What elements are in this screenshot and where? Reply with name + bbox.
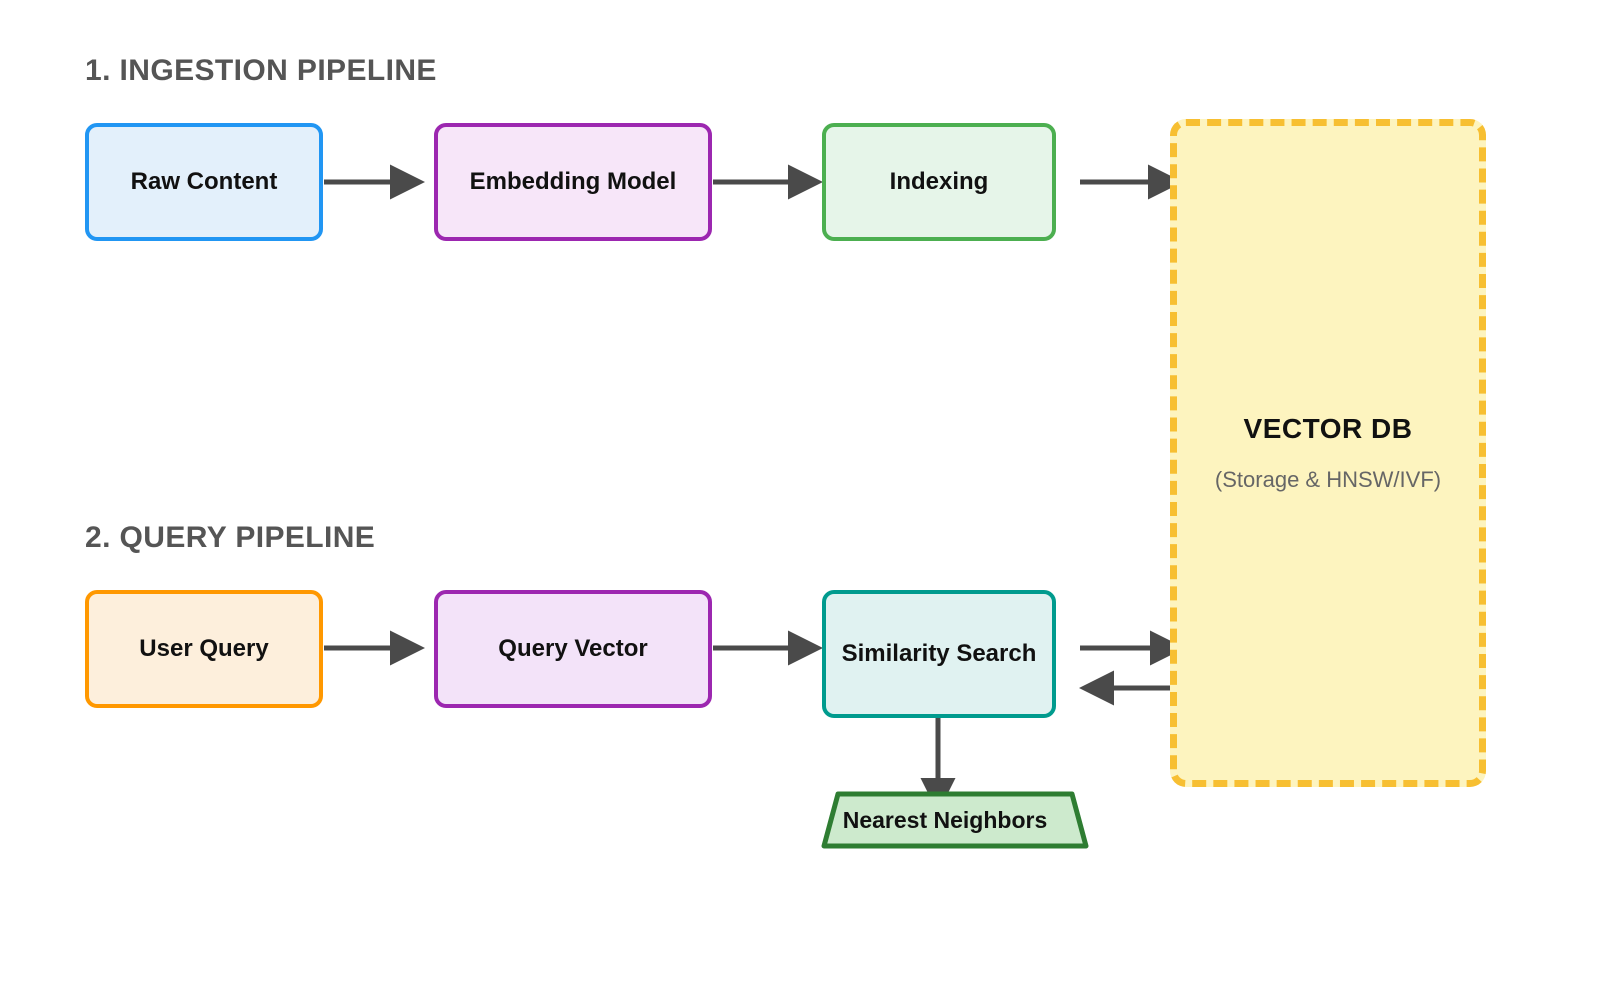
vector-db-subtitle: (Storage & HNSW/IVF) xyxy=(1214,467,1442,492)
vector-db-container[interactable]: VECTOR DB (Storage & HNSW/IVF) xyxy=(1170,119,1486,787)
node-raw-content[interactable]: Raw Content xyxy=(85,123,323,241)
node-indexing[interactable]: Indexing xyxy=(822,123,1056,241)
section-title-query: 2. QUERY PIPELINE xyxy=(85,521,376,554)
node-embedding-model-label: Embedding Model xyxy=(469,168,677,195)
node-nearest-neighbors[interactable]: Nearest Neighbors xyxy=(800,790,1090,850)
node-indexing-label: Indexing xyxy=(889,168,989,195)
node-similarity-search[interactable]: Similarity Search xyxy=(822,590,1056,718)
section-title-ingestion: 1. INGESTION PIPELINE xyxy=(85,54,437,87)
node-query-vector-label: Query Vector xyxy=(498,635,648,662)
node-embedding-model[interactable]: Embedding Model xyxy=(434,123,712,241)
node-user-query[interactable]: User Query xyxy=(85,590,323,708)
node-nearest-neighbors-label: Nearest Neighbors xyxy=(842,806,1048,833)
node-user-query-label: User Query xyxy=(139,635,269,662)
node-similarity-search-label: Similarity Search xyxy=(841,640,1037,667)
node-raw-content-label: Raw Content xyxy=(130,168,278,195)
node-query-vector[interactable]: Query Vector xyxy=(434,590,712,708)
trapezoid-shape xyxy=(821,791,1089,849)
vector-db-title: VECTOR DB xyxy=(1243,413,1413,444)
